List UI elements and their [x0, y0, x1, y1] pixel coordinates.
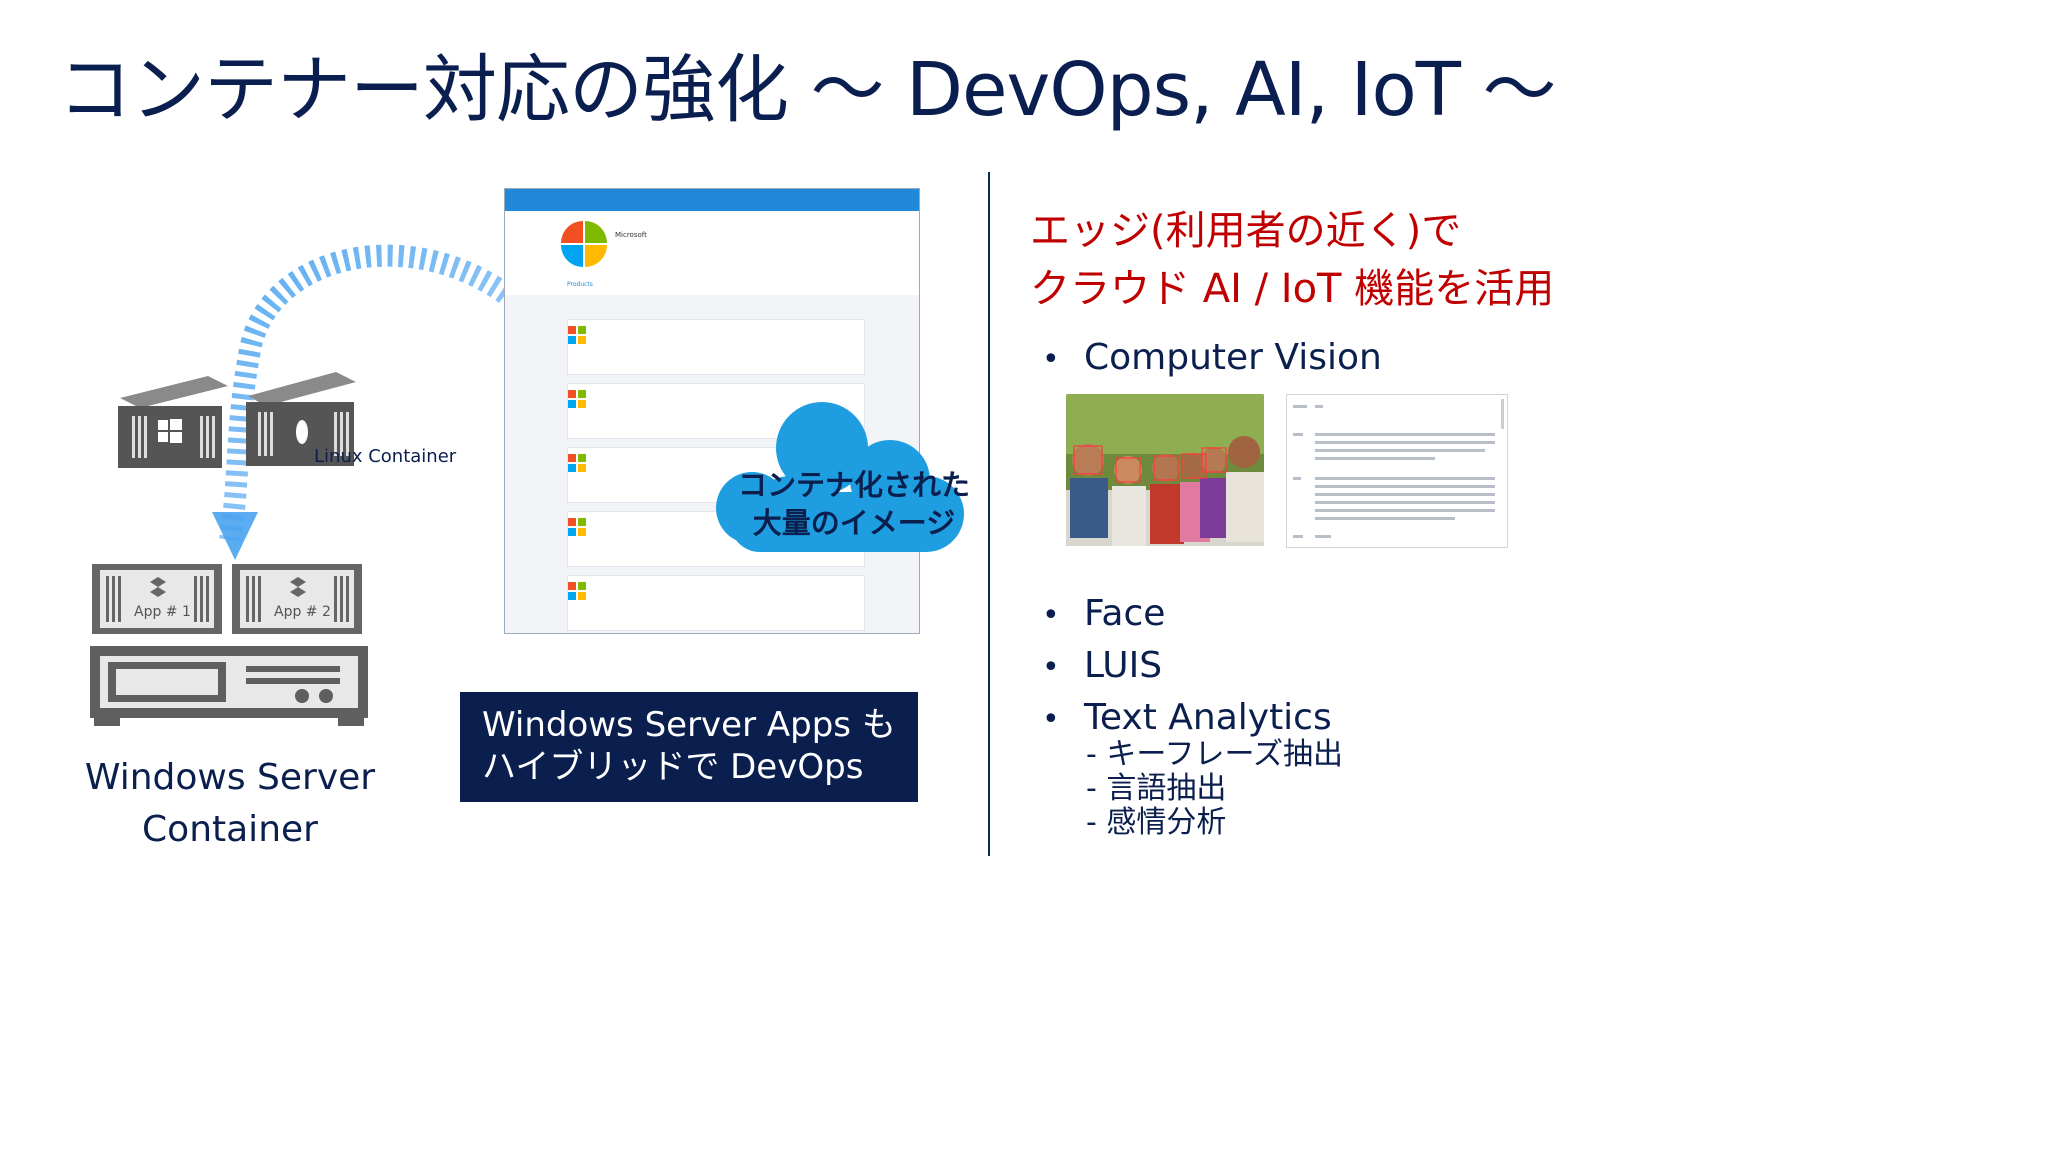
server-icon: [90, 646, 368, 726]
hub-image-card[interactable]: [567, 319, 865, 375]
bullet-label: Computer Vision: [1084, 337, 1382, 378]
hub-card-logos: [568, 326, 586, 600]
sub-item: - 感情分析: [1086, 805, 1227, 840]
bullet-item: • Face: [1042, 592, 1165, 638]
app2-container-icon: [232, 564, 362, 634]
ms-small-logo-icon: [568, 326, 586, 344]
app1-label: App # 1: [134, 604, 191, 620]
bullet-label: Face: [1084, 593, 1166, 634]
ws-label-line2: Container: [142, 809, 318, 850]
bullet-dot-icon: •: [1042, 650, 1060, 685]
hub-header: Microsoft Products: [505, 211, 919, 295]
bullet-dot-icon: •: [1042, 598, 1060, 633]
windows-server-container-label: Windows Server Container: [60, 752, 400, 856]
linux-container-icon: [246, 372, 356, 466]
hub-tab-products[interactable]: Products: [567, 281, 593, 288]
bullet-dot-icon: •: [1042, 702, 1060, 737]
sub-item: - キーフレーズ抽出: [1086, 737, 1344, 772]
app1-container-icon: [92, 564, 222, 634]
bullet-item: • Text Analytics: [1042, 696, 1332, 742]
hub-image-card[interactable]: [567, 575, 865, 631]
app2-label: App # 2: [274, 604, 331, 620]
bullet-item: • Computer Vision: [1042, 336, 1382, 382]
edge-ai-heading-line2: クラウド AI / IoT 機能を活用: [1030, 266, 1555, 312]
analysis-json-panel: [1286, 394, 1508, 548]
json-text-lines: [1293, 399, 1504, 538]
bullet-label: Text Analytics: [1084, 697, 1332, 738]
hub-org-name: Microsoft: [615, 231, 647, 239]
sub-item: - 言語抽出: [1086, 771, 1227, 806]
linux-container-label: Linux Container: [314, 446, 457, 467]
slide-title: コンテナー対応の強化 ～ DevOps, AI, IoT ～: [58, 47, 1556, 133]
ms-small-logo-icon: [568, 454, 586, 472]
bullet-dot-icon: •: [1042, 342, 1060, 377]
microsoft-logo-icon: [561, 221, 607, 267]
vertical-divider: [988, 172, 990, 856]
face-detection-photo: [1066, 394, 1264, 546]
cloud-text: コンテナ化された 大量のイメージ: [734, 466, 974, 542]
bullet-item: • LUIS: [1042, 644, 1162, 690]
cloud-icon: [716, 402, 964, 552]
hub-nav-bar: [505, 189, 919, 211]
windows-container-icon: [118, 376, 228, 468]
bullet-label: LUIS: [1084, 645, 1163, 686]
ms-small-logo-icon: [568, 582, 586, 600]
text-analytics-sublist: - キーフレーズ抽出 - 言語抽出 - 感情分析: [1086, 738, 1343, 840]
cloud-text-line2: 大量のイメージ: [752, 506, 956, 540]
left-illustration: [90, 244, 569, 726]
ms-small-logo-icon: [568, 390, 586, 408]
edge-ai-heading: エッジ(利用者の近く)で クラウド AI / IoT 機能を活用: [1030, 202, 1554, 318]
devops-line1: Windows Server Apps も: [482, 705, 896, 745]
arrow-head-icon: [212, 512, 258, 560]
cloud-text-line1: コンテナ化された: [737, 468, 970, 502]
ws-label-line1: Windows Server: [84, 757, 376, 798]
ms-small-logo-icon: [568, 518, 586, 536]
devops-callout: Windows Server Apps も ハイブリッドで DevOps: [460, 692, 918, 802]
edge-ai-heading-line1: エッジ(利用者の近く)で: [1030, 208, 1462, 254]
devops-line2: ハイブリッドで DevOps: [482, 747, 864, 787]
